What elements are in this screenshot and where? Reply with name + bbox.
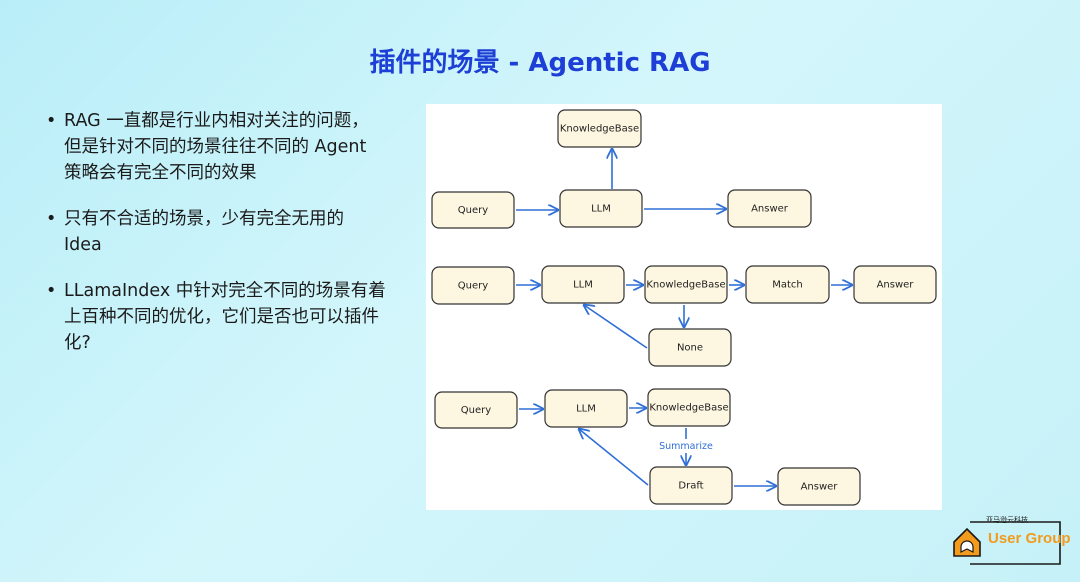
bullet-text: 只有不合适的场景，少有完全无用的 Idea: [64, 209, 344, 255]
flow3-draft-to-llm-arrow: [579, 429, 649, 486]
node-label: Query: [458, 281, 488, 292]
logo-text: User Group: [988, 530, 1071, 547]
flow1-knowledgebase-node: KnowledgeBase: [557, 109, 642, 148]
summarize-edge-label: Summarize: [659, 441, 713, 452]
node-label: LLM: [591, 204, 611, 215]
summarize-label-bg: [654, 439, 718, 453]
logo-frame: [970, 521, 1061, 565]
bullet-dot: •: [46, 209, 57, 229]
node-label: Answer: [801, 482, 839, 493]
bullet-item: • LLamaIndex 中针对完全不同的场景有着上百种不同的优化，它们是否也可…: [46, 278, 386, 356]
flow1-llm-node: LLM: [559, 189, 643, 228]
bullet-list: • RAG 一直都是行业内相对关注的问题，但是针对不同的场景往往不同的 Agen…: [46, 108, 386, 376]
flow2-answer-node: Answer: [853, 265, 937, 304]
flow1-answer-node: Answer: [727, 189, 812, 228]
node-label: Match: [772, 280, 803, 291]
flow2-query-node: Query: [431, 266, 515, 305]
node-label: Draft: [678, 481, 703, 492]
logo-small-text: 亚马逊云科技: [986, 516, 1028, 524]
bullet-item: • 只有不合适的场景，少有完全无用的 Idea: [46, 206, 386, 258]
chat-bubble-icon: [960, 540, 974, 553]
node-label: Query: [461, 405, 491, 416]
node-label: None: [677, 343, 703, 354]
bullet-dot: •: [46, 281, 57, 301]
flow3-draft-node: Draft: [649, 466, 733, 505]
flow1-query-node: Query: [431, 191, 515, 229]
flow2-knowledgebase-node: KnowledgeBase: [644, 265, 728, 304]
flow3-llm-node: LLM: [544, 389, 628, 428]
flow3-knowledgebase-node: KnowledgeBase: [647, 388, 731, 427]
diagram-panel: KnowledgeBase Query LLM Answer Query LLM: [426, 104, 942, 510]
flow2-none-node: None: [648, 328, 732, 367]
node-label: LLM: [576, 404, 596, 415]
flow3-answer-node: Answer: [777, 467, 861, 506]
flow2-match-node: Match: [745, 265, 830, 304]
bullet-item: • RAG 一直都是行业内相对关注的问题，但是针对不同的场景往往不同的 Agen…: [46, 108, 386, 186]
user-group-logo: [953, 521, 1061, 565]
node-label: KnowledgeBase: [649, 403, 728, 414]
bullet-text: RAG 一直都是行业内相对关注的问题，但是针对不同的场景往往不同的 Agent …: [64, 111, 369, 183]
flow2-llm-node: LLM: [541, 265, 625, 304]
node-label: LLM: [573, 280, 593, 291]
node-label: KnowledgeBase: [560, 124, 639, 135]
node-label: Answer: [751, 204, 789, 215]
bullet-text: LLamaIndex 中针对完全不同的场景有着上百种不同的优化，它们是否也可以插…: [64, 281, 386, 353]
node-label: Answer: [877, 280, 915, 291]
flow2-none-to-llm-arrow: [584, 305, 648, 349]
agentic-rag-diagram: KnowledgeBase Query LLM Answer Query LLM: [431, 109, 937, 506]
bullet-dot: •: [46, 111, 57, 131]
node-label: Query: [458, 205, 488, 216]
node-label: KnowledgeBase: [646, 280, 725, 291]
page-title: 插件的场景 - Agentic RAG: [369, 48, 711, 78]
flow3-query-node: Query: [434, 391, 518, 429]
